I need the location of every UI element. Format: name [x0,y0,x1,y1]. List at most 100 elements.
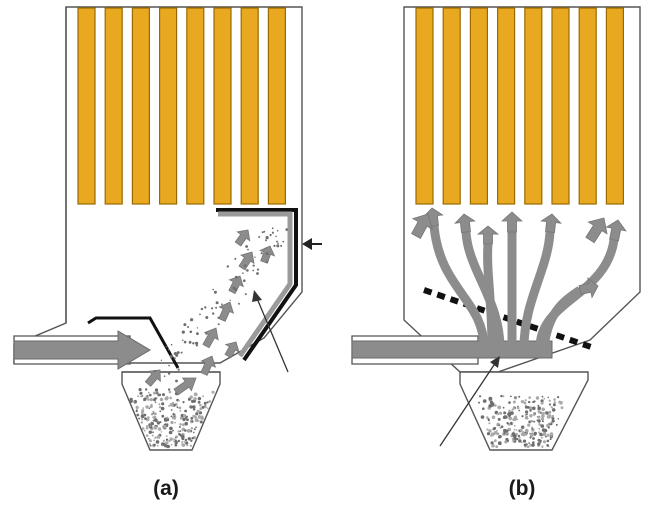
dust-particle [518,409,521,412]
dust-particle [529,436,532,439]
dust-particle [528,400,531,404]
dust-particle [162,442,166,446]
dust-particle [516,437,519,441]
dust-particle [512,407,516,410]
dust-particle [179,410,182,412]
dust-particle [184,438,188,442]
dust-particle [549,438,552,441]
dust-particle [148,437,150,440]
dust-particle [193,392,198,397]
dust-particle [537,415,541,419]
dust-particle [182,401,185,404]
dust-particle [517,434,521,438]
dust-particle [540,399,544,403]
dust-particle [157,427,162,431]
flow-arrow-head [476,225,500,245]
dust-particle [505,416,508,419]
dust-speck [263,230,266,233]
dust-particle [193,431,195,434]
dust-speck [276,240,279,243]
dust-particle [505,432,508,436]
dust-particle [479,395,482,398]
dust-speck [215,301,219,305]
dust-particle [163,417,167,421]
dust-particle [543,397,546,400]
dust-particle [140,421,143,424]
dust-particle [178,399,180,402]
dust-speck [247,248,249,251]
dust-particle [184,417,187,420]
dust-particle [524,416,528,420]
dust-particle [537,442,541,446]
dust-particle [174,439,177,442]
filter-bag [77,7,96,205]
dust-particle [535,396,540,400]
dust-particle [549,399,551,402]
dust-particle [200,416,204,421]
housing-outline-b [403,6,641,373]
dust-particle [179,416,183,420]
dust-particle [153,443,156,447]
dust-particle [191,420,194,423]
dust-particle [550,406,553,409]
dust-speck [282,240,285,243]
dust-particle [490,441,494,445]
dust-speck [265,252,269,256]
dust-particle [537,404,540,407]
flow-stream [429,225,489,349]
dust-particle [496,412,500,416]
dust-particle [177,439,180,443]
dust-speck [252,269,255,272]
dust-speck [275,235,277,238]
flow-arrow-head [501,211,523,233]
dust-particle [530,432,534,437]
dust-speck [285,228,289,231]
dust-particle [555,423,558,426]
dust-speck [269,233,272,237]
dust-particle [150,403,153,407]
dust-speck [271,227,274,230]
dust-particle [523,401,527,405]
dust-particle [541,395,544,398]
dust-particle [136,413,140,417]
dust-particle [512,434,517,439]
dust-particle [518,439,522,443]
dust-particle [500,394,503,398]
dust-particle [160,406,165,411]
hopper-b [459,371,589,451]
dust-particle [184,421,188,426]
dust-particle [541,420,544,423]
dust-particle [507,427,512,432]
dust-particle [168,390,172,394]
dust-speck [280,244,283,247]
panel-label-a: (a) [153,477,179,500]
dust-particle [133,400,135,403]
dust-particle [549,422,551,425]
dust-particle [152,416,155,419]
dust-particle [528,406,533,411]
dust-particle [170,420,174,425]
dust-particle [528,396,531,399]
dust-speck [212,312,215,315]
dust-particle [505,437,509,442]
dust-particle [141,418,144,421]
dust-particle [531,443,535,447]
dust-particle [161,414,165,418]
dust-particle [542,440,547,444]
dust-particle [547,396,549,399]
dust-particle [506,422,509,425]
dust-particle [169,426,173,431]
dust-flow-arrow [234,229,251,247]
dust-particle [203,401,207,405]
dust-particle [148,443,151,446]
dust-particle [191,399,195,403]
dust-particle [165,441,169,445]
dust-particle [160,431,163,433]
dust-particle [504,440,508,444]
dust-speck [258,236,261,238]
dust-speck [276,230,279,232]
dust-particle [154,418,158,423]
dust-particle [551,414,555,418]
dust-particle [537,406,541,411]
dust-speck [205,316,209,319]
